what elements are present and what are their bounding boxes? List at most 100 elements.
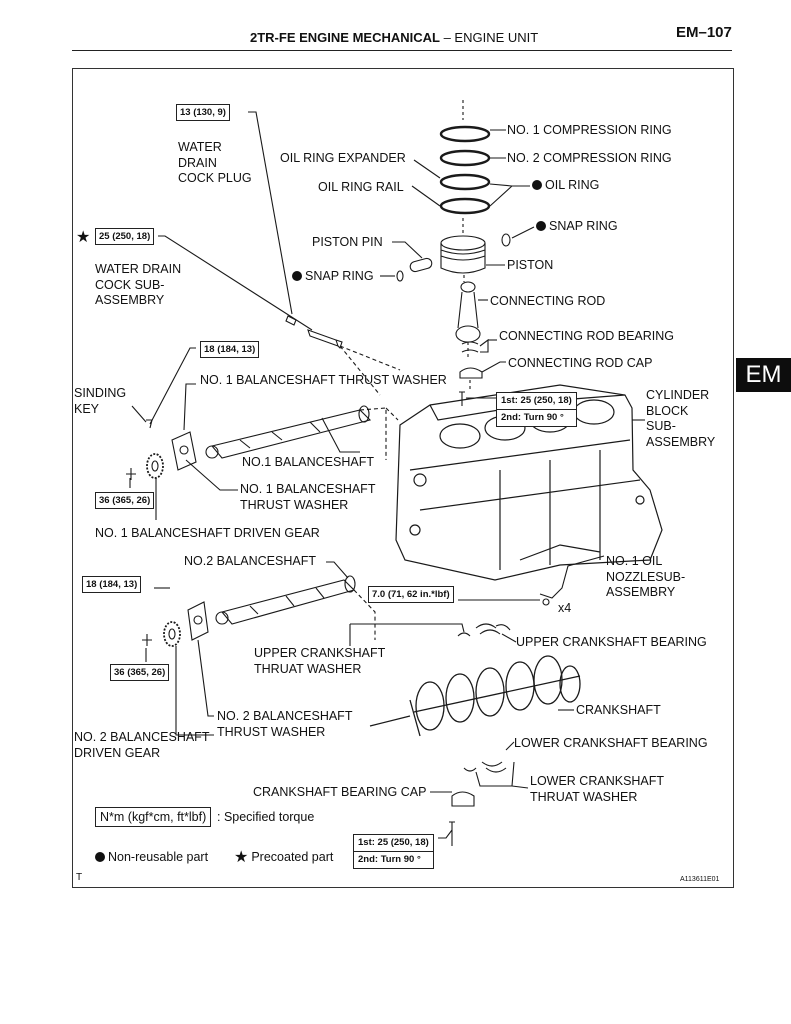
compression-ring-2 [439, 149, 491, 167]
crankshaft-shape [369, 655, 581, 737]
no1-gear-bolt [126, 468, 136, 480]
oil-ring-rail [439, 197, 491, 215]
upper-crank-bearing-shape [457, 623, 511, 637]
no1-shaft-leader [321, 417, 360, 453]
center-dashed [462, 100, 471, 392]
label-conrod-cap: CONNECTING ROD CAP [508, 356, 653, 370]
label-no2-balanceshaft: NO.2 BALANCESHAFT [184, 554, 316, 568]
drain-cock-dashed [339, 345, 401, 396]
no2-shaft-leader [326, 561, 349, 579]
torque-18b: 18 (184, 13) [82, 576, 142, 593]
section-tab[interactable]: EM [736, 358, 791, 392]
label-lower-crank-washer: LOWER CRANKSHAFT THRUAT WASHER [530, 774, 665, 804]
cylinder-block-shape [395, 384, 663, 581]
lower-crank-bearing-shape [463, 761, 507, 773]
non-reusable-dot-icon [95, 852, 105, 862]
label-no1-balanceshaft: NO.1 BALANCESHAFT [242, 455, 374, 469]
cap-step-1: 1st: 25 (250, 18) [358, 837, 429, 848]
non-reusable-dot-icon [292, 271, 302, 281]
lower-washer-leader [475, 761, 529, 789]
label-lower-crank-bearing: LOWER CRANKSHAFT BEARING [514, 736, 708, 750]
label-conrod-bearing: CONNECTING ROD BEARING [499, 329, 675, 343]
label-no2-driven-gear: NO. 2 BALANCESHAFT DRIVEN GEAR [74, 730, 210, 760]
cap-step-2: 2nd: Turn 90 ° [354, 851, 433, 868]
torque-13: 13 (130, 9) [176, 104, 230, 121]
ring-leaders-left [411, 159, 441, 207]
rod-step-2: 2nd: Turn 90 ° [497, 409, 576, 426]
upper-washer-leader [349, 623, 465, 646]
legend-non-reusable-text: Non-reusable part [108, 850, 209, 864]
cap-bolt [449, 821, 455, 846]
label-connecting-rod: CONNECTING ROD [490, 294, 606, 308]
label-no1-thrust-washer-top: NO. 1 BALANCESHAFT THRUST WASHER [200, 373, 447, 387]
precoated-star-icon: ★ [234, 849, 249, 866]
label-water-drain-plug: WATER DRAIN COCK PLUG [178, 140, 252, 185]
oil-nozzle-shape [539, 555, 605, 606]
header-rule [72, 50, 732, 51]
snap-ring-top-shape [501, 233, 511, 247]
label-upper-crank-bearing: UPPER CRANKSHAFT BEARING [516, 635, 707, 649]
label-water-drain-sub: WATER DRAIN COCK SUB- ASSEMBRY [95, 262, 182, 307]
figure-code: A113611E01 [680, 876, 720, 883]
compression-ring-1 [439, 125, 491, 143]
torque-bearing-cap: 1st: 25 (250, 18) 2nd: Turn 90 ° [353, 834, 434, 869]
label-upper-crank-washer: UPPER CRANKSHAFT THRUAT WASHER [254, 646, 386, 676]
snap-ring-top-text: SNAP RING [549, 219, 618, 233]
torque-rod-cap: 1st: 25 (250, 18) 2nd: Turn 90 ° [496, 392, 577, 427]
water-drain-plug-shape [285, 315, 297, 326]
label-oil-ring-expander: OIL RING EXPANDER [280, 151, 406, 165]
label-crank-bearing-cap: CRANKSHAFT BEARING CAP [253, 785, 427, 799]
lower-bearing-leader [505, 741, 515, 751]
legend-precoated: ★Precoated part [234, 850, 333, 866]
page-header-title: 2TR-FE ENGINE MECHANICAL – ENGINE UNIT [250, 30, 538, 45]
no1-driven-gear-shape [146, 453, 164, 479]
conrod-cap-shape [459, 367, 483, 379]
label-cylinder-block: CYLINDER BLOCK SUB- ASSEMBRY [646, 388, 716, 449]
label-crankshaft: CRANKSHAFT [576, 703, 661, 717]
torque-36a: 36 (365, 26) [95, 492, 155, 509]
label-no2-thrust-washer: NO. 2 BALANCESHAFT THRUST WASHER [217, 709, 353, 739]
no2-washer-leader [197, 639, 214, 717]
header-title-rest: – ENGINE UNIT [443, 30, 539, 45]
label-x4: x4 [558, 601, 572, 615]
label-no1-oil-nozzle: NO. 1 OIL NOZZLESUB- ASSEMBRY [606, 554, 686, 599]
label-snap-ring-left: SNAP RING [292, 269, 374, 285]
no2-shaft-dashed [353, 589, 376, 640]
label-no2-compression-ring: NO. 2 COMPRESSION RING [507, 151, 672, 165]
legend-unit-text: : Specified torque [217, 810, 315, 824]
no1-shaft-dashed [359, 407, 399, 460]
no1-washer-top-leader [183, 383, 196, 431]
drain-plug-leader [248, 111, 293, 315]
diagram-frame [72, 68, 734, 888]
label-no1-driven-gear: NO. 1 BALANCESHAFT DRIVEN GEAR [95, 526, 320, 540]
label-piston-pin: PISTON PIN [312, 235, 383, 249]
no2-balanceshaft-shape [215, 575, 356, 625]
oil-ring-expander [439, 173, 491, 191]
snap-ring-leader [511, 226, 535, 239]
page-number: EM–107 [676, 24, 732, 41]
connecting-rod-shape [455, 281, 481, 343]
piston-pin-leader [392, 241, 423, 259]
label-snap-ring-top: SNAP RING [536, 219, 618, 235]
drain-cock-leader [158, 235, 313, 331]
sinding-key-leader [131, 405, 147, 423]
water-drain-cock-shape [307, 329, 343, 350]
conrod-bearing-shape [461, 338, 489, 353]
legend-unit-box: N*m (kgf*cm, ft*lbf) [95, 807, 212, 827]
footer-left-mark: T [76, 872, 83, 883]
legend-non-reusable: Non-reusable part [95, 850, 208, 866]
snap-ring-left-shape [396, 270, 404, 282]
torque-25: 25 (250, 18) [95, 228, 155, 245]
t18a-leader [149, 347, 196, 425]
label-sinding-key: SINDING KEY [74, 386, 127, 416]
piston-pin-shape [409, 257, 433, 273]
snap-ring-left-text: SNAP RING [305, 269, 374, 283]
legend-precoated-text: Precoated part [251, 850, 334, 864]
label-piston: PISTON [507, 258, 554, 272]
label-oil-ring-rail: OIL RING RAIL [318, 180, 404, 194]
label-no1-thrust-washer: NO. 1 BALANCESHAFT THRUST WASHER [240, 482, 376, 512]
no1-washer-leader [185, 459, 238, 491]
torque-18a: 18 (184, 13) [200, 341, 260, 358]
rod-step-1: 1st: 25 (250, 18) [501, 395, 572, 406]
